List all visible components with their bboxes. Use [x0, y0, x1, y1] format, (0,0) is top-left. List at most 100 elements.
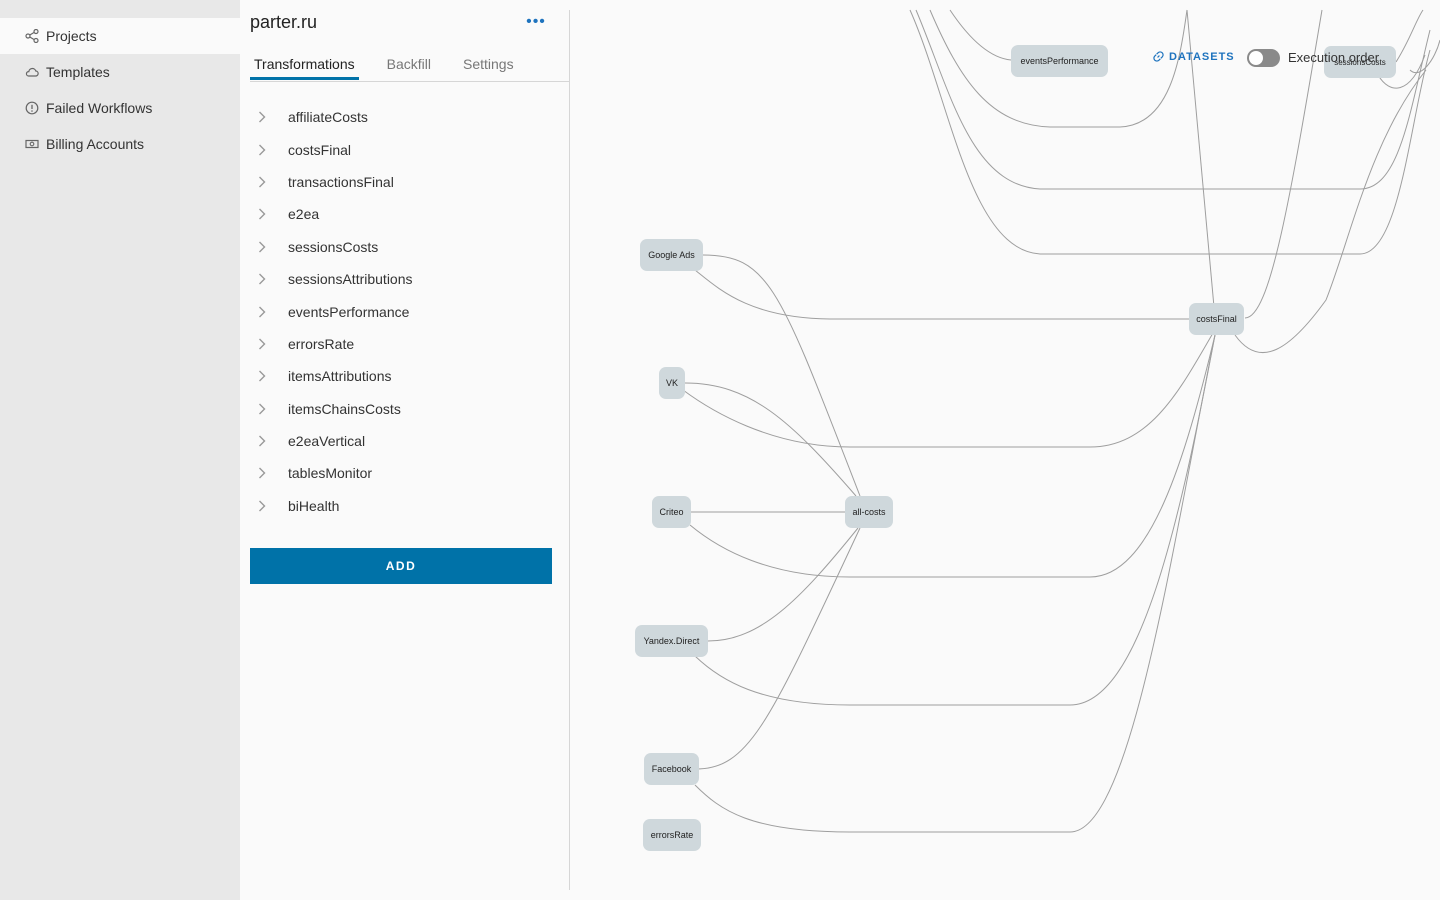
chevron-right-icon — [258, 111, 270, 123]
transformation-name: e2ea — [288, 206, 320, 223]
transformation-name: eventsPerformance — [288, 303, 410, 320]
node-costs-final[interactable]: costsFinal — [1189, 303, 1244, 335]
list-item[interactable]: sessionsCosts — [250, 231, 550, 263]
list-item[interactable]: itemsChainsCosts — [250, 393, 550, 425]
graph-edge — [694, 334, 1216, 706]
link-icon — [1153, 51, 1164, 62]
chevron-right-icon — [258, 273, 270, 285]
node-facebook[interactable]: Facebook — [644, 753, 699, 785]
tab-backfill[interactable]: Backfill — [386, 56, 431, 72]
transformation-name: errorsRate — [288, 335, 355, 352]
execution-order-label: Execution order — [1288, 50, 1380, 65]
transformation-name: sessionsAttributions — [288, 271, 413, 288]
graph-edge — [682, 332, 1214, 448]
graph-edge — [1377, 54, 1426, 89]
chevron-right-icon — [258, 338, 270, 350]
project-panel: parter.ru ••• Transformations Backfill S… — [240, 0, 569, 900]
sidebar-item-billing-accounts[interactable]: Billing Accounts — [0, 126, 240, 162]
datasets-link[interactable]: DATASETS — [1152, 50, 1235, 63]
node-vk[interactable]: VK — [659, 367, 685, 399]
list-item[interactable]: affiliateCosts — [250, 101, 550, 133]
graph-edge — [1234, 69, 1427, 354]
graph-edge — [694, 269, 1190, 320]
list-item[interactable]: costsFinal — [250, 133, 550, 165]
alert-circle-icon — [24, 100, 40, 116]
graph-edge — [684, 382, 857, 497]
sidebar-nav: Projects Templates Failed Workflows Bill… — [0, 0, 240, 162]
panel-divider — [569, 10, 570, 890]
dag-canvas[interactable]: Google Ads VK Criteo Yandex.Direct Faceb… — [570, 0, 1440, 900]
transformation-name: itemsAttributions — [288, 368, 392, 385]
cloud-icon — [24, 64, 40, 80]
list-item[interactable]: tablesMonitor — [250, 457, 550, 489]
graph-edge — [915, 9, 1431, 190]
chevron-right-icon — [258, 241, 270, 253]
list-item[interactable]: sessionsAttributions — [250, 263, 550, 295]
graph-edge — [1244, 9, 1323, 319]
list-item[interactable]: transactionsFinal — [250, 166, 550, 198]
graph-edge — [1409, 39, 1440, 73]
transformation-name: transactionsFinal — [288, 173, 394, 190]
node-all-costs[interactable]: all-costs — [845, 496, 893, 528]
share-icon — [24, 28, 40, 44]
graph-edge — [689, 334, 1216, 578]
banknote-icon — [24, 136, 40, 152]
list-item[interactable]: e2ea — [250, 198, 550, 230]
sidebar: Projects Templates Failed Workflows Bill… — [0, 0, 240, 900]
graph-edge — [694, 334, 1216, 833]
chevron-right-icon — [258, 435, 270, 447]
chevron-right-icon — [258, 467, 270, 479]
project-title: parter.ru — [250, 12, 318, 32]
sidebar-item-label: Projects — [46, 28, 97, 44]
sidebar-item-label: Failed Workflows — [46, 100, 153, 116]
transformation-name: affiliateCosts — [288, 109, 368, 126]
list-item[interactable]: itemsAttributions — [250, 360, 550, 392]
tab-transformations[interactable]: Transformations — [250, 52, 359, 80]
list-item[interactable]: eventsPerformance — [250, 295, 550, 327]
node-errors-rate[interactable]: errorsRate — [643, 819, 701, 851]
node-google-ads[interactable]: Google Ads — [640, 239, 703, 271]
execution-order-toggle[interactable] — [1247, 49, 1280, 67]
chevron-right-icon — [258, 370, 270, 382]
add-transformation-button[interactable]: ADD — [250, 548, 552, 584]
datasets-label: DATASETS — [1169, 50, 1235, 63]
node-sessions-costs[interactable]: sessionsCosts — [1324, 46, 1396, 78]
transformation-name: sessionsCosts — [288, 238, 379, 255]
list-item[interactable]: biHealth — [250, 490, 550, 522]
list-item[interactable]: e2eaVertical — [250, 425, 550, 457]
chevron-right-icon — [258, 500, 270, 512]
chevron-right-icon — [258, 403, 270, 415]
chevron-right-icon — [258, 208, 270, 220]
graph-edge — [1186, 9, 1216, 319]
dag-edges — [682, 9, 1440, 833]
transformation-name: itemsChainsCosts — [288, 400, 401, 417]
graph-edge — [702, 254, 861, 497]
tab-settings[interactable]: Settings — [462, 56, 514, 72]
more-dots-icon: ••• — [526, 13, 546, 30]
list-item[interactable]: errorsRate — [250, 328, 550, 360]
chevron-right-icon — [258, 176, 270, 188]
panel-tabs: Transformations Backfill Settings — [250, 52, 569, 82]
node-yandex-direct[interactable]: Yandex.Direct — [635, 625, 708, 657]
graph-edge — [1395, 9, 1424, 63]
sidebar-item-projects[interactable]: Projects — [0, 18, 240, 54]
node-criteo[interactable]: Criteo — [652, 496, 691, 528]
toggle-knob — [1249, 51, 1263, 65]
transformation-name: e2eaVertical — [288, 433, 366, 450]
sidebar-item-label: Templates — [46, 64, 110, 80]
transformation-name: costsFinal — [288, 141, 352, 158]
sidebar-item-failed-workflows[interactable]: Failed Workflows — [0, 90, 240, 126]
node-events-performance[interactable]: eventsPerformance — [1011, 45, 1108, 77]
graph-edge — [949, 9, 1012, 61]
sidebar-item-templates[interactable]: Templates — [0, 54, 240, 90]
sidebar-item-label: Billing Accounts — [46, 136, 145, 152]
chevron-right-icon — [258, 144, 270, 156]
transformation-name: tablesMonitor — [288, 465, 373, 482]
graph-edge — [929, 9, 1188, 128]
graph-edge — [695, 527, 861, 770]
chevron-right-icon — [258, 306, 270, 318]
transformation-name: biHealth — [288, 497, 340, 514]
transformation-list: affiliateCosts costsFinal transactionsFi… — [250, 101, 550, 522]
more-options-button[interactable]: ••• — [526, 14, 546, 30]
graph-edge — [707, 527, 859, 642]
